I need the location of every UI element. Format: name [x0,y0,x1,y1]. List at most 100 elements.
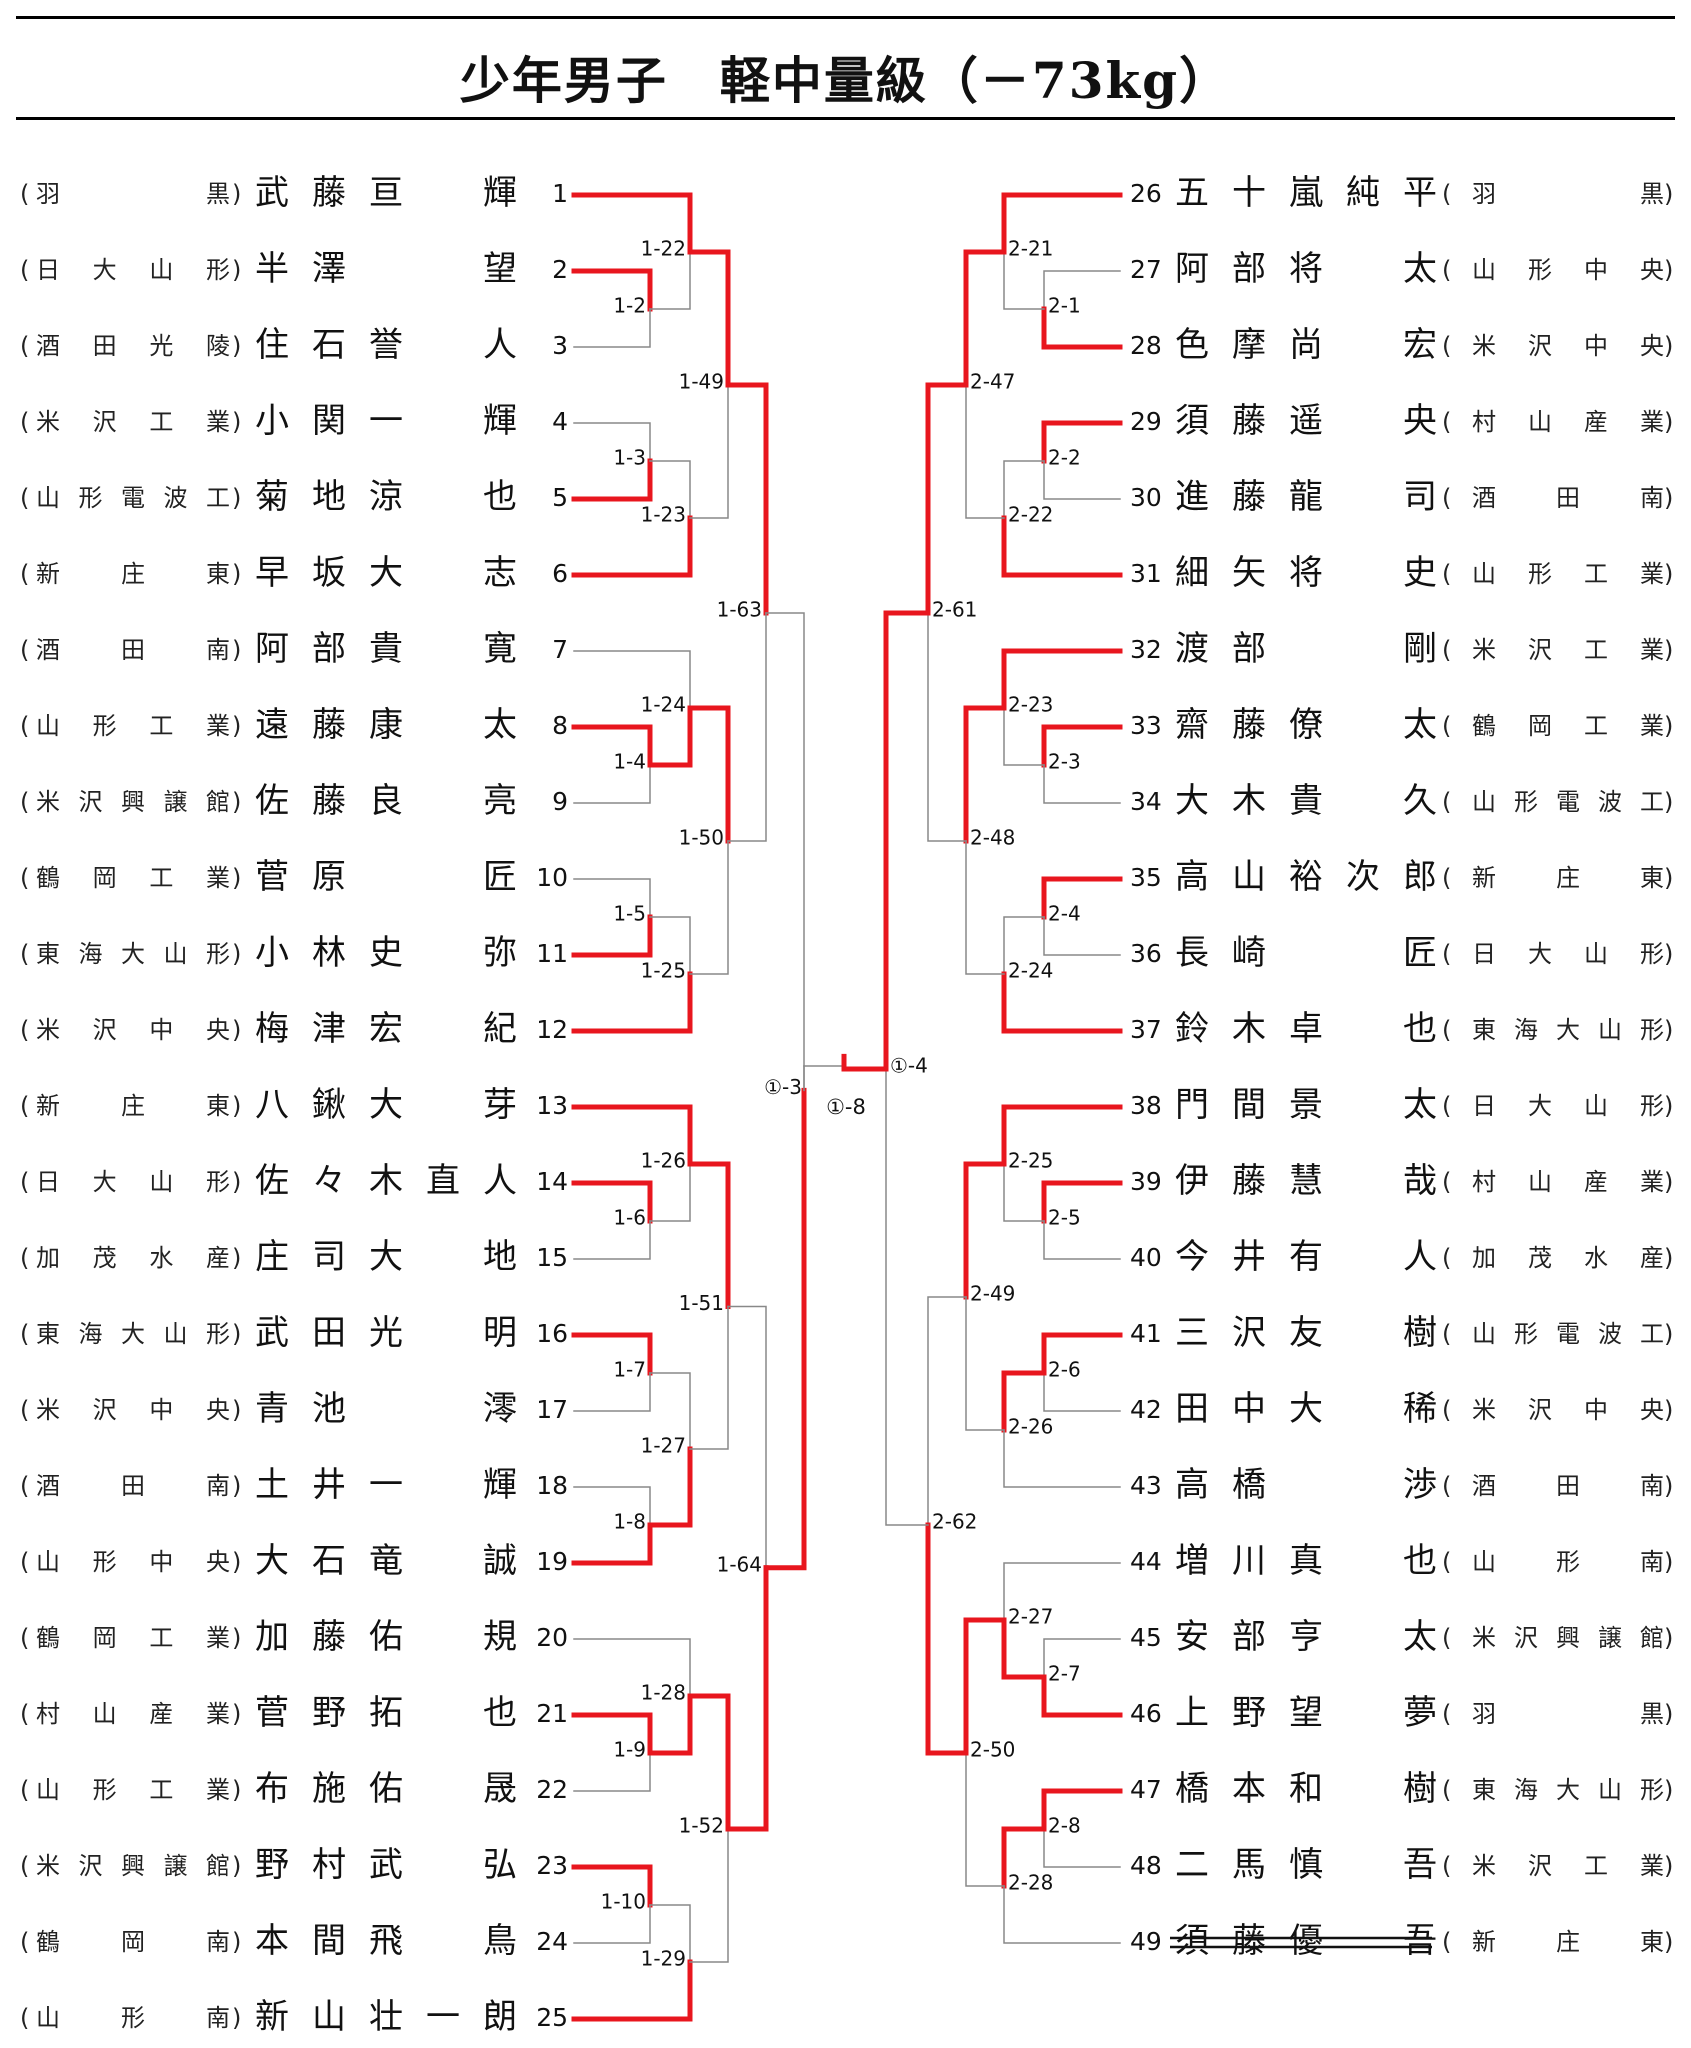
player-school: 新庄東 [36,1092,230,1120]
bracket-line [1043,764,1121,804]
bracket-line [571,458,653,502]
player-name: 田中大稀 [1175,1389,1437,1429]
player-name: 須藤遥央 [1175,401,1437,441]
player-school: 鶴岡工業 [36,864,230,892]
bracket-line [571,1522,653,1566]
bracket-line [1001,1826,1047,1889]
player-number: 42 [1130,1395,1162,1424]
school-paren: ( [20,1320,29,1348]
school-paren: ) [1664,1852,1673,1880]
bracket-line [1043,916,1121,956]
bracket-line [1041,1332,1123,1376]
bracket-line [1001,1104,1123,1167]
match-label: 2-26 [1008,1415,1053,1439]
school-paren: ( [20,1928,29,1956]
school-paren: ( [20,180,29,208]
player-name: 菅原匠 [255,857,517,897]
match-label: 2-2 [1048,446,1081,470]
bracket-line [963,1161,1007,1300]
final-match-label: ①-8 [826,1095,866,1119]
player-name: 野村武弘 [255,1845,517,1885]
bracket-line [1003,1429,1121,1488]
player-number: 38 [1130,1091,1162,1120]
player-name: 武田光明 [255,1313,517,1353]
match-label: 1-6 [613,1206,646,1230]
player-name: 梅津宏紀 [255,1009,517,1049]
player-school: 羽黒 [36,180,230,208]
match-label: 2-25 [1008,1149,1053,1173]
match-label: 2-4 [1048,902,1081,926]
player-school: 日大山形 [1472,940,1664,968]
bracket-line [571,1712,653,1756]
school-paren: ) [1664,1928,1673,1956]
player-name: 佐藤良亮 [255,781,517,821]
school-paren: ( [20,332,29,360]
bracket-line [1003,1562,1121,1621]
school-paren: ( [20,560,29,588]
player-name: 長崎匠 [1175,933,1437,973]
school-paren: ) [1664,484,1673,512]
player-school: 山形電波工 [36,484,230,512]
bracket-line [571,971,693,1034]
player-school: 米沢工業 [36,408,230,436]
player-number: 23 [536,1851,568,1880]
player-school: 日大山形 [36,1168,230,1196]
bracket-line [573,1638,691,1697]
player-name: 阿部貴寛 [255,629,517,669]
player-name: 色摩尚宏 [1175,325,1437,365]
player-name: 齋藤僚太 [1175,705,1437,745]
school-paren: ) [232,1700,241,1728]
player-school: 東海大山形 [1472,1776,1664,1804]
school-paren: ( [20,1168,29,1196]
bracket-line [687,1693,731,1832]
player-name: 五十嵐純平 [1175,173,1437,213]
player-number: 30 [1130,483,1162,512]
school-paren: ( [1442,180,1451,208]
school-paren: ) [232,1776,241,1804]
player-school: 山形電波工 [1472,788,1664,816]
school-paren: ) [232,1472,241,1500]
player-school: 米沢中央 [36,1396,230,1424]
match-label: 2-8 [1048,1814,1081,1838]
school-paren: ) [232,712,241,740]
player-name: 八鍬大芽 [255,1085,517,1125]
bracket-line [689,840,729,975]
player-name: 青池澪 [255,1389,517,1429]
bracket-line [965,1752,1005,1887]
school-paren: ) [1664,940,1673,968]
bracket-line [571,724,653,768]
player-number: 2 [552,255,568,284]
match-label: 1-52 [679,1814,724,1838]
player-school: 米沢中央 [1472,332,1664,360]
match-label: 2-62 [932,1510,977,1534]
school-paren: ) [1664,332,1673,360]
player-school: 山形工業 [36,1776,230,1804]
match-label: 2-23 [1008,693,1053,717]
school-paren: ) [1664,180,1673,208]
bracket-line [687,249,731,388]
bracket-line [573,1372,651,1412]
bracket-line [1003,707,1045,766]
school-paren: ) [1664,1700,1673,1728]
bracket-line [571,268,653,312]
school-paren: ( [20,1624,29,1652]
school-paren: ) [232,788,241,816]
school-paren: ) [1664,864,1673,892]
bracket-line [1041,876,1123,920]
school-paren: ( [1442,788,1451,816]
player-number: 28 [1130,331,1162,360]
school-paren: ( [20,408,29,436]
bracket-line [925,1522,969,1756]
bracket-line [571,1959,693,2022]
player-school: 日大山形 [1472,1092,1664,1120]
player-school: 米沢興譲館 [36,788,230,816]
bracket-line [765,612,805,1092]
school-paren: ( [1442,712,1451,740]
player-name: 本間飛鳥 [255,1921,517,1961]
match-label: 2-6 [1048,1358,1081,1382]
player-school: 東海大山形 [36,940,230,968]
school-paren: ) [232,1852,241,1880]
match-label: 1-24 [641,693,686,717]
player-name: 須藤優吾 [1175,1921,1437,1961]
school-paren: ) [1664,1168,1673,1196]
